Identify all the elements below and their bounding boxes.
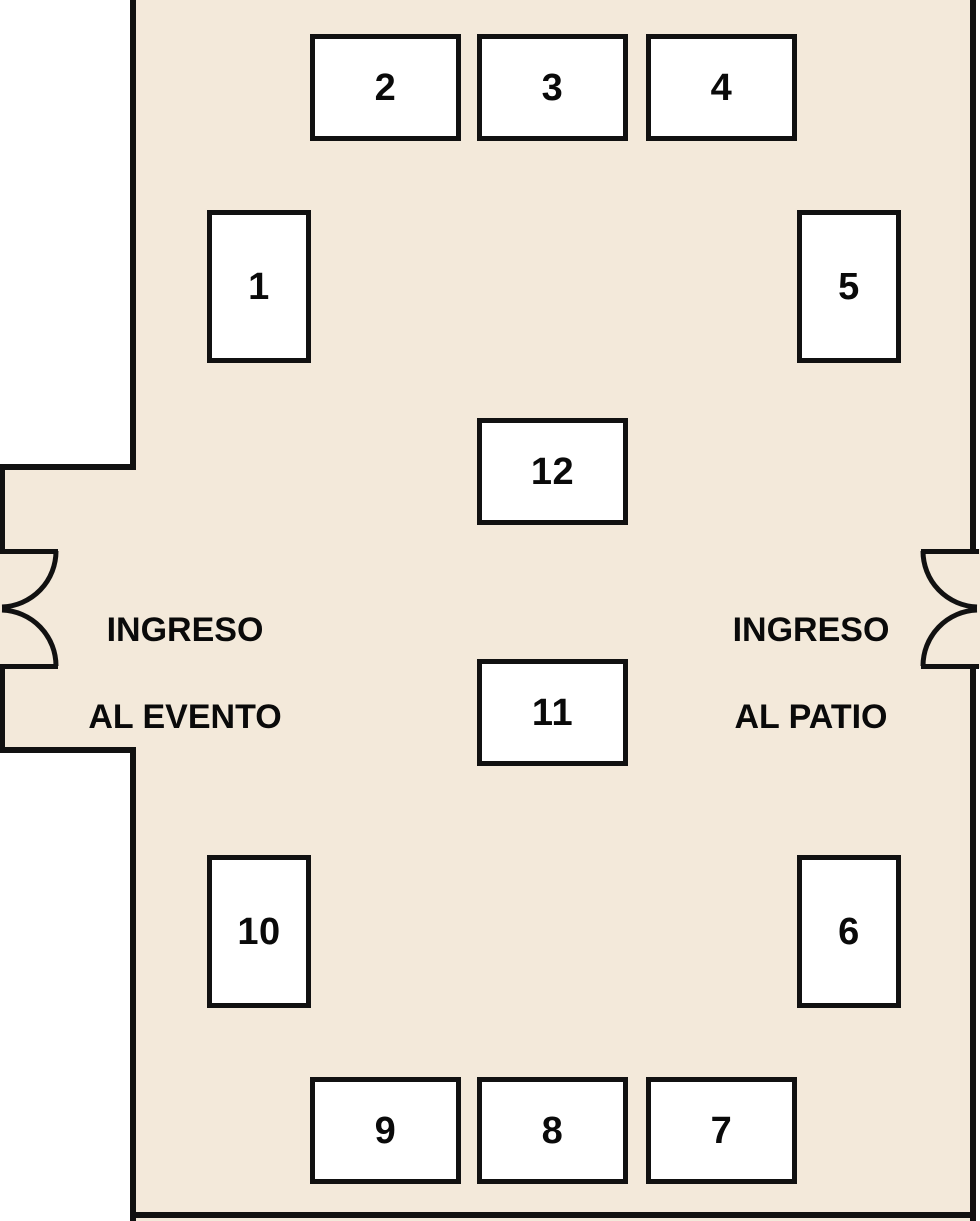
table-number-label: 8 (541, 1109, 564, 1152)
table-9[interactable]: 9 (310, 1077, 461, 1184)
wall-right-upper (970, 0, 976, 550)
event-door-leaf-top (0, 549, 58, 554)
table-3[interactable]: 3 (477, 34, 628, 141)
table-number-label: 10 (237, 910, 281, 953)
event-door-swing-arc-bottom (1, 607, 59, 667)
entrance-label-event-line1: INGRESO (106, 610, 264, 649)
table-1[interactable]: 1 (207, 210, 311, 363)
entrance-label-event-line2: AL EVENTO (88, 697, 282, 736)
table-number-label: 5 (838, 265, 860, 308)
table-7[interactable]: 7 (646, 1077, 797, 1184)
table-number-label: 1 (248, 265, 270, 308)
entrance-label-patio-line1: INGRESO (732, 610, 890, 649)
table-12[interactable]: 12 (477, 418, 628, 525)
patio-door-swing-arc-top (920, 550, 978, 610)
table-number-label: 3 (541, 66, 564, 109)
patio-door-swing-arc-bottom (920, 607, 978, 667)
wall-left-upper (130, 0, 136, 465)
entrance-label-event: INGRESO AL EVENTO (60, 565, 310, 783)
table-6[interactable]: 6 (797, 855, 901, 1008)
table-2[interactable]: 2 (310, 34, 461, 141)
patio-door-leaf-top (921, 549, 979, 554)
wall-left-lower (130, 752, 136, 1221)
entrance-label-patio: INGRESO AL PATIO (706, 565, 916, 783)
wall-right-lower (970, 667, 976, 1221)
table-8[interactable]: 8 (477, 1077, 628, 1184)
table-number-label: 12 (530, 450, 575, 493)
table-11[interactable]: 11 (477, 659, 628, 766)
table-number-label: 4 (710, 66, 733, 109)
vestibule-wall-bottom (0, 747, 136, 753)
table-number-label: 7 (710, 1109, 733, 1152)
entrance-label-patio-line2: AL PATIO (734, 697, 888, 736)
vestibule-wall-outer-lower (0, 665, 5, 753)
table-number-label: 2 (374, 66, 397, 109)
event-door-leaf-bottom (0, 664, 58, 669)
wall-bottom (130, 1212, 976, 1218)
table-10[interactable]: 10 (207, 855, 311, 1008)
table-4[interactable]: 4 (646, 34, 797, 141)
main-room-fill (130, 0, 976, 1221)
vestibule-fill (0, 464, 135, 753)
table-5[interactable]: 5 (797, 210, 901, 363)
table-number-label: 6 (838, 910, 860, 953)
patio-door-leaf-bottom (921, 664, 979, 669)
vestibule-wall-outer-upper (0, 464, 5, 552)
event-door-swing-arc-top (1, 550, 59, 610)
table-number-label: 11 (531, 691, 574, 734)
table-number-label: 9 (374, 1109, 397, 1152)
vestibule-wall-top (0, 464, 136, 470)
